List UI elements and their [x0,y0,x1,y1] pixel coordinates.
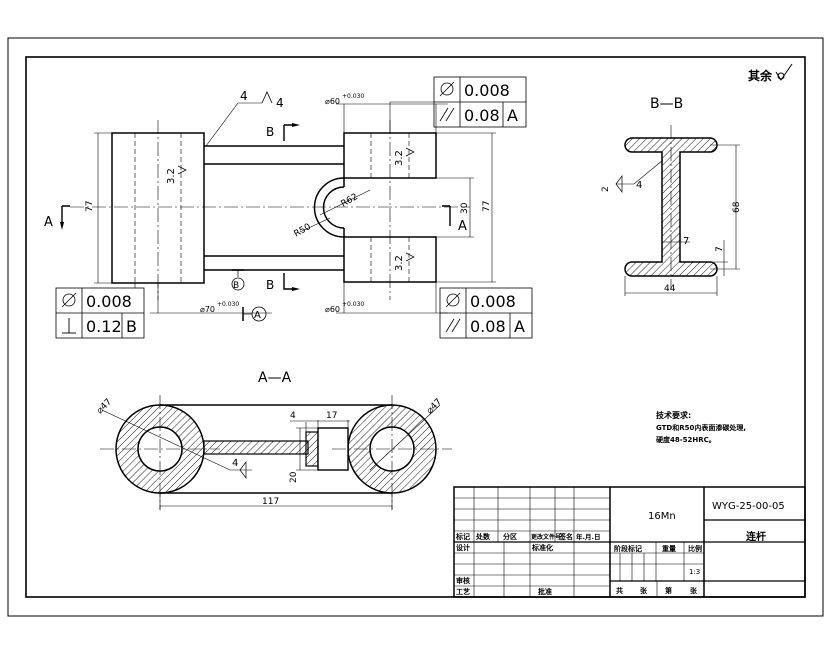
roughness-value-1: 3.2 [166,168,177,184]
gdt-frame-right [439,287,533,339]
roughness-triangle-icon [177,165,187,175]
tb-sheet-2: 第 [665,586,672,595]
tb-part-name: 连杆 [746,530,766,543]
tb-weight: 重量 [662,544,676,553]
section-marker-b-top [283,123,300,141]
marker-b-bottom: B [266,278,274,292]
title-block [453,486,806,598]
gdt-top-ref: A [507,106,518,125]
aa-dim-len: 117 [262,497,279,507]
gdt-right-val1: 0.008 [470,292,516,311]
tb-col-1: 处数 [475,532,491,541]
bb-weld-size: 4 [636,180,642,191]
tech-line1: GTD和R50内表面渗碳处理, [656,423,746,432]
tb-sheet-1: 张 [640,586,648,595]
tb-col-0: 标记 [455,532,470,541]
roughness-label: 其余 [748,68,773,83]
section-marker-a-right [442,205,451,226]
marker-a-right: A [458,219,467,234]
datum-a-letter: A [254,310,261,321]
tb-scale-value: 1:3 [689,568,700,576]
weld-size: 4 [276,96,284,110]
tb-review: 审核 [456,576,470,585]
aa-dia-right: ⌀47 [425,397,444,416]
aa-dia-left: ⌀47 [95,397,114,416]
marker-a-left: A [44,215,53,230]
tb-col-2: 分区 [503,532,517,541]
gdt-top-val1: 0.008 [464,81,510,100]
inner-border [25,56,806,598]
roughness-value-3: 3.2 [394,255,405,271]
front-view [70,91,496,314]
aa-dim-b: 17 [326,411,337,421]
aa-dim-c: 20 [289,471,299,483]
dim-bottom-tol: +0.030 [342,301,364,308]
tech-line2: 硬度48-52HRC。 [656,435,716,444]
tb-scale: 比例 [688,544,702,553]
tb-col-3: 更改文件号 [531,533,561,541]
tb-approve: 批准 [538,587,552,596]
tb-sheet-3: 张 [690,586,698,595]
dim-top-dia: ⌀60 [325,97,340,106]
roughness-triangle-icon [405,252,415,262]
tb-drawing-no: WYG-25-00-05 [712,501,785,512]
gdt-frame-left [55,283,145,339]
section-marker-b-bottom [283,273,300,291]
tb-design: 设计 [456,543,470,552]
tb-sheet-0: 共 [616,586,623,595]
gdt-left-val1: 0.008 [86,292,132,311]
bb-dim-width: 44 [664,284,676,294]
tb-stage-mark: 阶段标记 [614,544,642,553]
roughness-value-2: 3.2 [394,150,405,166]
outer-border [7,37,824,617]
dim-top-tol: +0.030 [342,93,364,100]
tb-process: 工艺 [456,587,470,596]
gap-dim: 30 [460,202,470,214]
bb-dim-flange: 7 [715,246,725,252]
datum-b-letter: B [233,281,239,291]
bb-dim-thick: 7 [683,236,689,247]
aa-weld: 4 [232,458,238,469]
tb-col-5: 年.月.日 [576,532,600,541]
bb-weld-top: 2 [601,186,611,192]
gdt-right-ref: A [514,317,525,336]
tb-col-4: 签名 [558,532,573,541]
bb-section-view [615,125,740,296]
gdt-top-val2: 0.08 [464,106,500,125]
bb-dim-height: 68 [732,201,742,213]
gdt-right-val2: 0.08 [470,317,506,336]
bb-title: B—B [650,96,683,112]
marker-b-top: B [266,125,274,139]
dim-center-tol: +0.030 [217,301,239,308]
gdt-frame-top [389,76,527,133]
dim-bottom-dia: ⌀60 [325,305,340,314]
tech-title: 技术要求: [656,410,691,420]
aa-title: A—A [258,370,292,386]
section-marker-a-left [60,205,70,230]
gdt-left-val2: 0.12 [86,317,122,336]
aa-section-view [100,395,452,510]
tb-standardize: 标准化 [531,543,553,552]
aa-dim-a: 4 [290,411,296,421]
r-inner: R50 [293,222,314,240]
roughness-symbol-icon [775,63,793,81]
height-right: 77 [482,201,492,212]
datum-a-icon [242,306,267,322]
gdt-left-ref: B [126,317,137,336]
weld-label: 4 [240,89,248,103]
height-left: 77 [85,201,95,212]
roughness-triangle-icon [405,147,415,157]
datum-b-icon [231,269,245,291]
dim-center-dia: ⌀70 [200,305,215,314]
tb-material: 16Mn [648,511,676,522]
